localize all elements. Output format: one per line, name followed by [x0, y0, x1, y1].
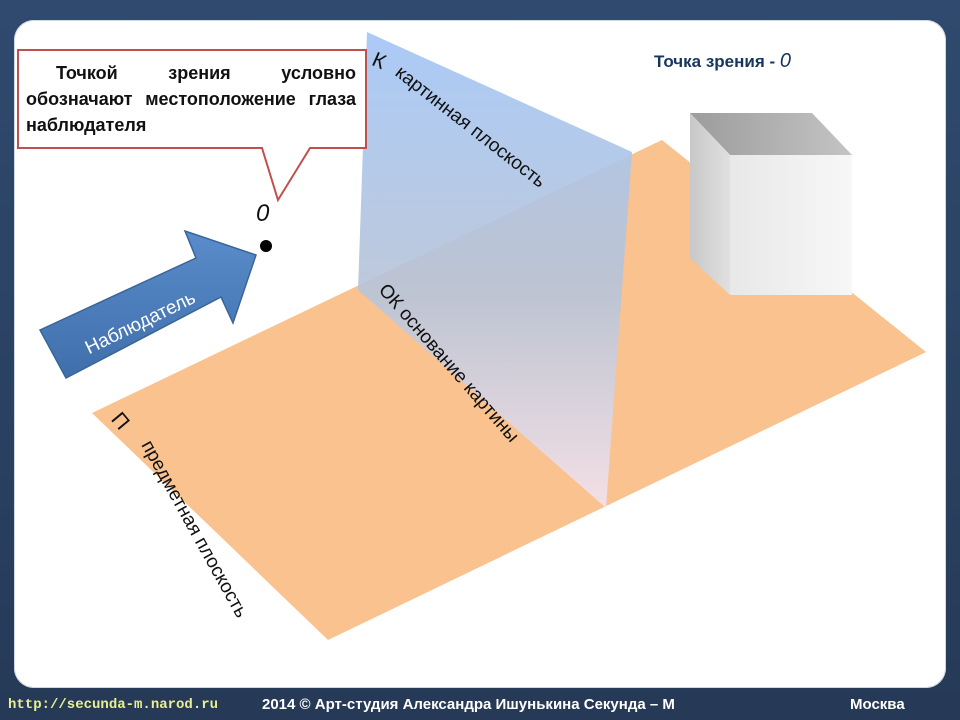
callout-text: Точкой зрения условно обозначают местопо…: [26, 63, 356, 135]
viewpoint-title: Точка зрения - 0: [654, 50, 791, 73]
observer-arrow: [38, 229, 257, 380]
footer-copyright: 2014 © Арт-студия Александра Ишунькина С…: [262, 696, 675, 713]
footer-city: Москва: [850, 696, 905, 713]
picture-plane: [358, 32, 632, 508]
cube-object: [690, 113, 852, 295]
callout-box: [17, 49, 367, 203]
footer-site-link[interactable]: http://secunda-m.narod.ru: [8, 697, 219, 713]
viewpoint-label: 0: [256, 200, 270, 227]
viewpoint-dot: [260, 240, 272, 252]
viewpoint-title-prefix: Точка зрения -: [654, 52, 780, 71]
viewpoint-title-symbol: 0: [779, 50, 791, 72]
